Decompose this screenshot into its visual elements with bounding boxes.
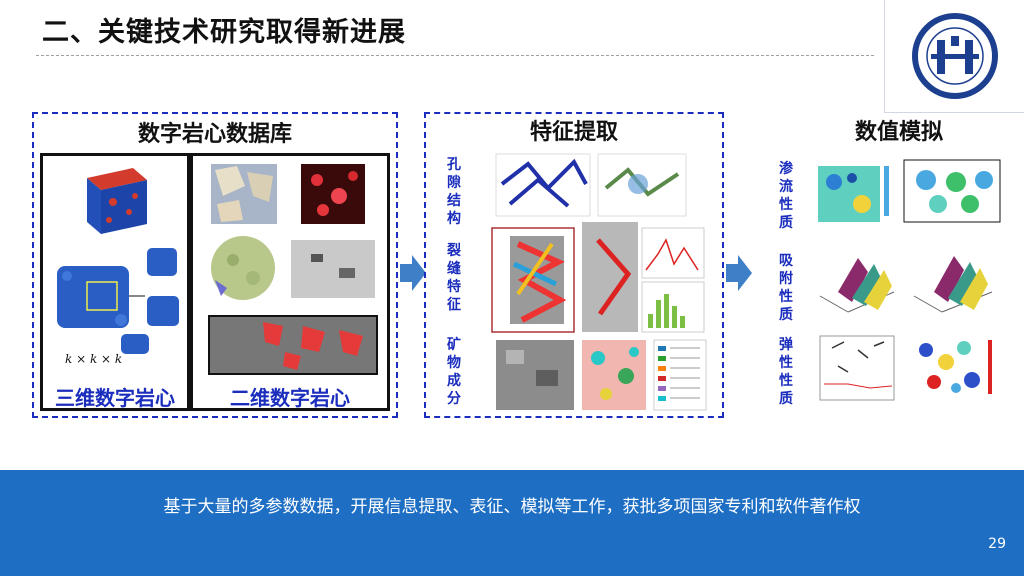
database-title: 数字岩心数据库 — [137, 122, 292, 147]
features-illustration — [491, 153, 707, 411]
simulation-label-seepage: 渗流性质 — [779, 161, 793, 231]
features-title: 特征提取 — [529, 120, 618, 145]
core-2d-caption: 二维数字岩心 — [230, 386, 350, 410]
simulation-label-adsorption: 吸附性质 — [779, 253, 793, 323]
footer-summary: 基于大量的多参数数据，开展信息提取、表征、模拟等工作，获批多项国家专利和软件著作… — [163, 497, 861, 517]
database-panel — [32, 112, 398, 418]
page-title: 二、关键技术研究取得新进展 — [42, 17, 406, 48]
core-2d-box: 二维数字岩心 — [190, 153, 390, 411]
page-number: 29 — [988, 536, 1006, 552]
core-3d-box: k × k × k 三维数字岩心 — [40, 153, 190, 411]
core-3d-caption: 三维数字岩心 — [55, 386, 175, 410]
kkk-formula: k × k × k — [65, 352, 123, 366]
title-divider — [36, 55, 874, 56]
feature-label-pore: 孔隙结构 — [447, 157, 461, 227]
arrow-right-icon — [726, 255, 752, 291]
feature-label-mineral: 矿物成分 — [447, 337, 461, 407]
simulation-label-elastic: 弹性性质 — [779, 337, 793, 407]
footer-bar — [0, 470, 1024, 576]
core-2d-illustration — [208, 164, 378, 375]
geological-survey-emblem-icon — [912, 13, 998, 99]
simulation-title: 数值模拟 — [854, 120, 943, 145]
features-panel — [424, 112, 724, 418]
logo-panel — [884, 0, 1024, 113]
feature-label-fracture: 裂缝特征 — [447, 243, 461, 313]
simulation-illustration — [812, 159, 1001, 401]
arrow-right-icon — [400, 255, 426, 291]
core-3d-illustration — [57, 168, 179, 354]
